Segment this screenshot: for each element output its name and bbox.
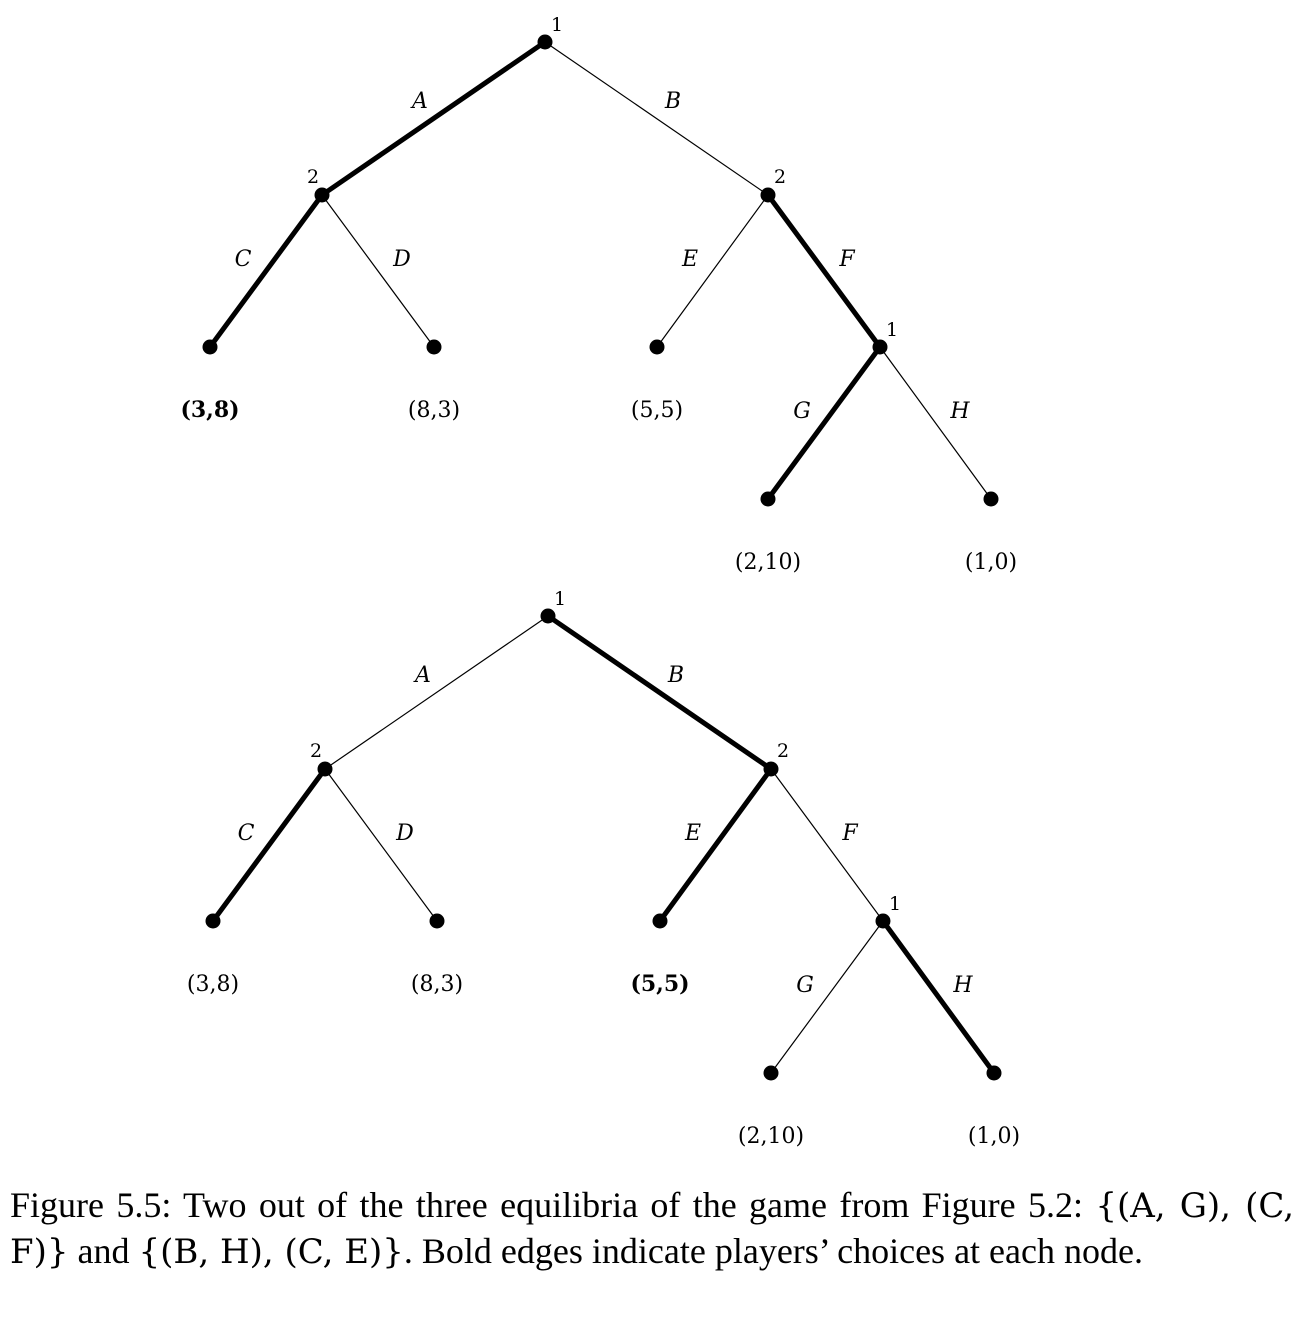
caption-text-1: Figure 5.5: Two out of the three equilib…	[10, 1185, 1083, 1225]
player-label-left: 2	[310, 740, 322, 762]
move-label-c: C	[238, 821, 255, 846]
payoff-d: (8,3)	[411, 972, 463, 997]
edge-c-chosen	[207, 192, 325, 350]
node-lC	[205, 913, 221, 929]
node-lE	[652, 913, 668, 929]
move-label-f: F	[838, 247, 855, 272]
player-label-lower: 1	[889, 893, 901, 915]
payoff-g: (2,10)	[738, 1124, 804, 1149]
edge-f-chosen	[765, 192, 883, 350]
player-label-right: 2	[777, 740, 789, 762]
move-label-e: E	[681, 247, 698, 272]
edge-b	[544, 41, 769, 196]
node-lE	[649, 339, 665, 355]
edge-h-chosen	[880, 918, 997, 1076]
player-label-lower: 1	[886, 319, 898, 341]
node-root	[537, 34, 553, 50]
move-label-g: G	[796, 973, 814, 998]
move-label-h: H	[949, 399, 970, 424]
move-label-a: A	[413, 663, 431, 688]
payoff-d: (8,3)	[408, 398, 460, 423]
node-lG	[760, 491, 776, 507]
caption-text-2: . Bold edges indicate players’ choices a…	[403, 1231, 1143, 1271]
node-left	[314, 187, 330, 203]
edge-a	[324, 615, 549, 770]
node-left	[317, 761, 333, 777]
node-lG	[763, 1065, 779, 1081]
node-lD	[429, 913, 445, 929]
edge-c-chosen	[210, 766, 328, 924]
move-label-h: H	[952, 973, 973, 998]
node-lower	[875, 913, 891, 929]
payoff-c: (3,8)	[180, 397, 239, 423]
edge-f	[770, 768, 884, 922]
edge-a-chosen	[319, 39, 548, 198]
move-label-e: E	[684, 821, 701, 846]
payoff-e: (5,5)	[630, 971, 689, 997]
node-root	[540, 608, 556, 624]
move-label-f: F	[841, 821, 858, 846]
node-right	[760, 187, 776, 203]
move-label-b: B	[667, 663, 684, 688]
node-right	[763, 761, 779, 777]
node-lC	[202, 339, 218, 355]
payoff-h: (1,0)	[968, 1124, 1020, 1149]
player-label-root: 1	[554, 588, 566, 610]
game-tree-equilibrium-2: A B C D E F G H 1 2 2 1 (3,8) (8,3) (5,5) (2,10) (1,0)	[187, 588, 1020, 1149]
edge-g	[770, 920, 884, 1074]
edge-d	[324, 768, 438, 922]
payoff-h: (1,0)	[965, 550, 1017, 575]
caption-and: and	[68, 1231, 139, 1271]
edge-h	[879, 346, 992, 500]
edge-e	[656, 194, 769, 348]
player-label-left: 2	[307, 166, 319, 188]
node-lower	[872, 339, 888, 355]
move-label-b: B	[664, 89, 681, 114]
node-lD	[426, 339, 442, 355]
move-label-d: D	[395, 821, 414, 846]
player-label-root: 1	[551, 14, 563, 36]
payoff-e: (5,5)	[631, 398, 683, 423]
node-lH	[986, 1065, 1002, 1081]
move-label-g: G	[793, 399, 811, 424]
game-tree-equilibrium-1: A B C D E F G H 1 2 2 1 (3,8) (8,3) (5,5) (2,10) (1,0)	[180, 14, 1017, 575]
player-label-right: 2	[774, 166, 786, 188]
caption-equilibrium-1: {(A, G), (C, F)}	[10, 1186, 1295, 1272]
edge-g-chosen	[765, 344, 883, 502]
move-label-a: A	[410, 89, 428, 114]
figure-caption: Figure 5.5: Two out of the three equilib…	[10, 1183, 1294, 1275]
payoff-c: (3,8)	[187, 972, 239, 997]
game-trees: A B C D E F G H 1 2 2 1 (3,8) (8,3) (5,5) (2,10) (1,0) A…	[180, 14, 1020, 1149]
edge-e-chosen	[657, 766, 774, 924]
node-lH	[983, 491, 999, 507]
edge-d	[321, 194, 435, 348]
move-label-c: C	[235, 247, 252, 272]
caption-equilibrium-2: {(B, H), (C, E)}	[138, 1232, 404, 1272]
payoff-g: (2,10)	[735, 550, 801, 575]
move-label-d: D	[392, 247, 411, 272]
edge-b-chosen	[545, 613, 774, 772]
